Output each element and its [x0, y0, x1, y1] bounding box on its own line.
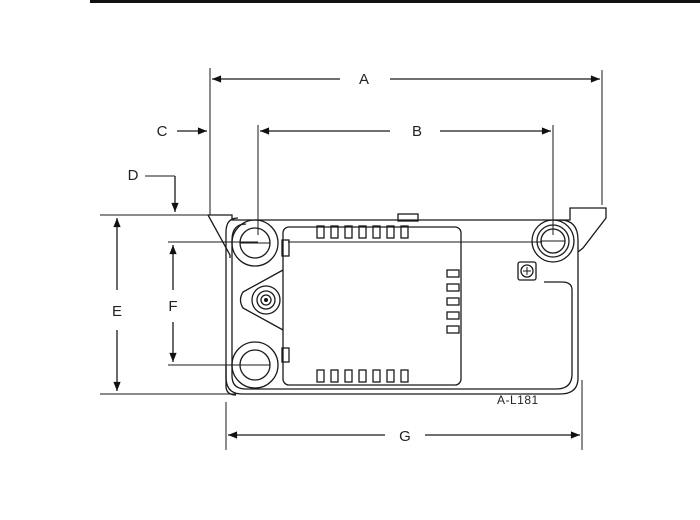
top-border-line — [90, 0, 700, 3]
ground-screw — [517, 261, 537, 281]
top-tab — [397, 213, 419, 222]
dimension-a: A — [212, 71, 600, 88]
pin-row-top — [316, 225, 409, 239]
pin-column-right — [446, 269, 460, 334]
dimension-g: G — [228, 428, 580, 445]
dimension-f: F — [168, 245, 178, 363]
connector-bracket — [239, 269, 284, 331]
label-b: B — [412, 123, 422, 140]
mounting-hole-bottom-left — [231, 341, 279, 389]
dimension-e: E — [112, 218, 122, 392]
cover-plate — [282, 226, 462, 386]
label-g: G — [399, 428, 411, 445]
device-body — [207, 207, 607, 396]
pin-row-bottom — [316, 369, 409, 383]
mounting-hole-right — [531, 219, 575, 263]
label-d: D — [128, 167, 139, 184]
label-f: F — [168, 298, 177, 315]
label-c: C — [157, 123, 168, 140]
dimension-b: B — [259, 123, 551, 140]
drawing-reference: A-L181 — [497, 393, 539, 407]
dimension-c: C — [157, 123, 207, 140]
label-a: A — [359, 71, 369, 88]
dimension-d: D — [128, 167, 179, 212]
label-e: E — [112, 303, 122, 320]
mounting-hole-top-left — [231, 219, 279, 267]
